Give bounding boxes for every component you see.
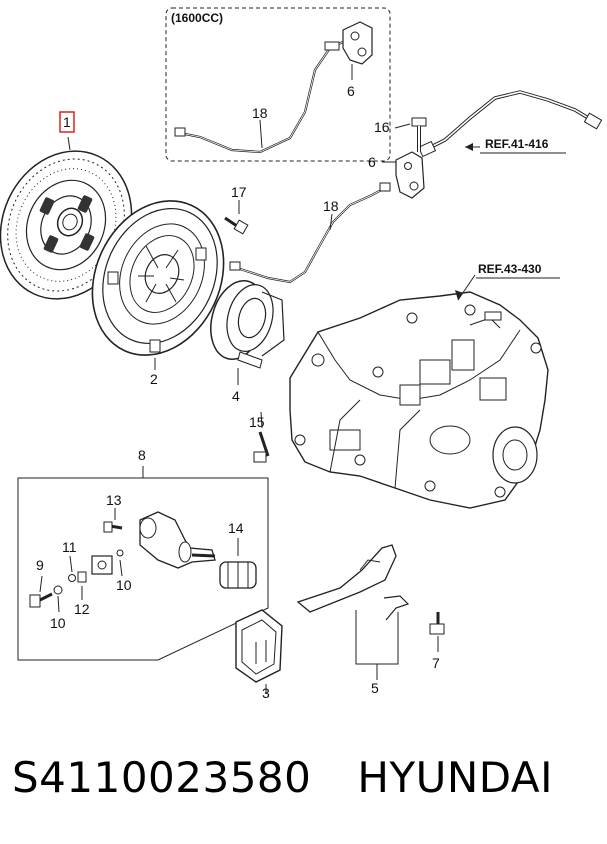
callout-18-box: 18: [252, 105, 268, 121]
transmission-case: [289, 291, 549, 509]
callout-17: 17: [231, 184, 247, 200]
callout-15: 15: [249, 414, 265, 430]
ref-41-416-label: REF.41-416: [465, 136, 568, 154]
bolt-15: [253, 411, 270, 463]
bolt-9: [29, 575, 53, 608]
connector-10: [91, 549, 124, 577]
callout-18: 18: [323, 198, 339, 214]
callout-14: 14: [228, 520, 244, 536]
part-caption: S4110023580 HYUNDAI: [12, 748, 602, 808]
callout-6: 6: [368, 154, 376, 170]
release-bearing: [210, 280, 285, 385]
callout-10-washer: 10: [50, 615, 66, 631]
callout-2: 2: [150, 371, 158, 387]
bolt-16: [394, 117, 427, 152]
callout-9: 9: [36, 557, 44, 573]
callout-12: 12: [74, 601, 90, 617]
callout-11: 11: [62, 539, 77, 555]
callout-13: 13: [106, 492, 122, 508]
pivot-bolt-7: [429, 612, 445, 652]
exploded-parts-diagram: (1600CC): [0, 7, 603, 701]
callout-10-connector: 10: [116, 577, 132, 593]
variant-box-1600cc: (1600CC): [165, 7, 391, 162]
slave-cylinder-group-box: [17, 466, 269, 661]
washer-11: [68, 555, 76, 582]
bleed-screw-13: [103, 508, 123, 533]
brand-name: HYUNDAI: [357, 753, 554, 802]
variant-box-header: (1600CC): [171, 11, 223, 25]
callout-5: 5: [371, 680, 379, 696]
ref-43-430: REF.43-430: [478, 262, 542, 276]
callout-8: 8: [138, 447, 146, 463]
bolt-17: [224, 200, 249, 235]
cable-bracket-6: [382, 151, 425, 199]
callout-7: 7: [432, 655, 440, 671]
ref-41-416: REF.41-416: [485, 137, 549, 151]
callout-1-highlight: [59, 111, 75, 133]
dust-boot-3: [235, 609, 283, 694]
callout-3: 3: [262, 685, 270, 701]
ref-43-430-label: REF.43-430: [476, 262, 560, 279]
callout-4: 4: [232, 388, 240, 404]
washer-10: [53, 585, 63, 613]
slave-cylinder: [139, 511, 216, 569]
boot-14: [219, 538, 257, 589]
callout-16: 16: [374, 119, 390, 135]
callout-6-box: 6: [347, 83, 355, 99]
ref-43-430-pointer: [455, 274, 476, 301]
clutch-pressure-plate: [91, 200, 225, 370]
clutch-pipe-18: [229, 182, 391, 284]
part-number: S4110023580: [12, 753, 312, 802]
callout-1: 1: [63, 114, 71, 130]
release-fork-5: [296, 544, 410, 680]
nut-12: [77, 571, 87, 600]
clutch-cable: [417, 90, 603, 158]
